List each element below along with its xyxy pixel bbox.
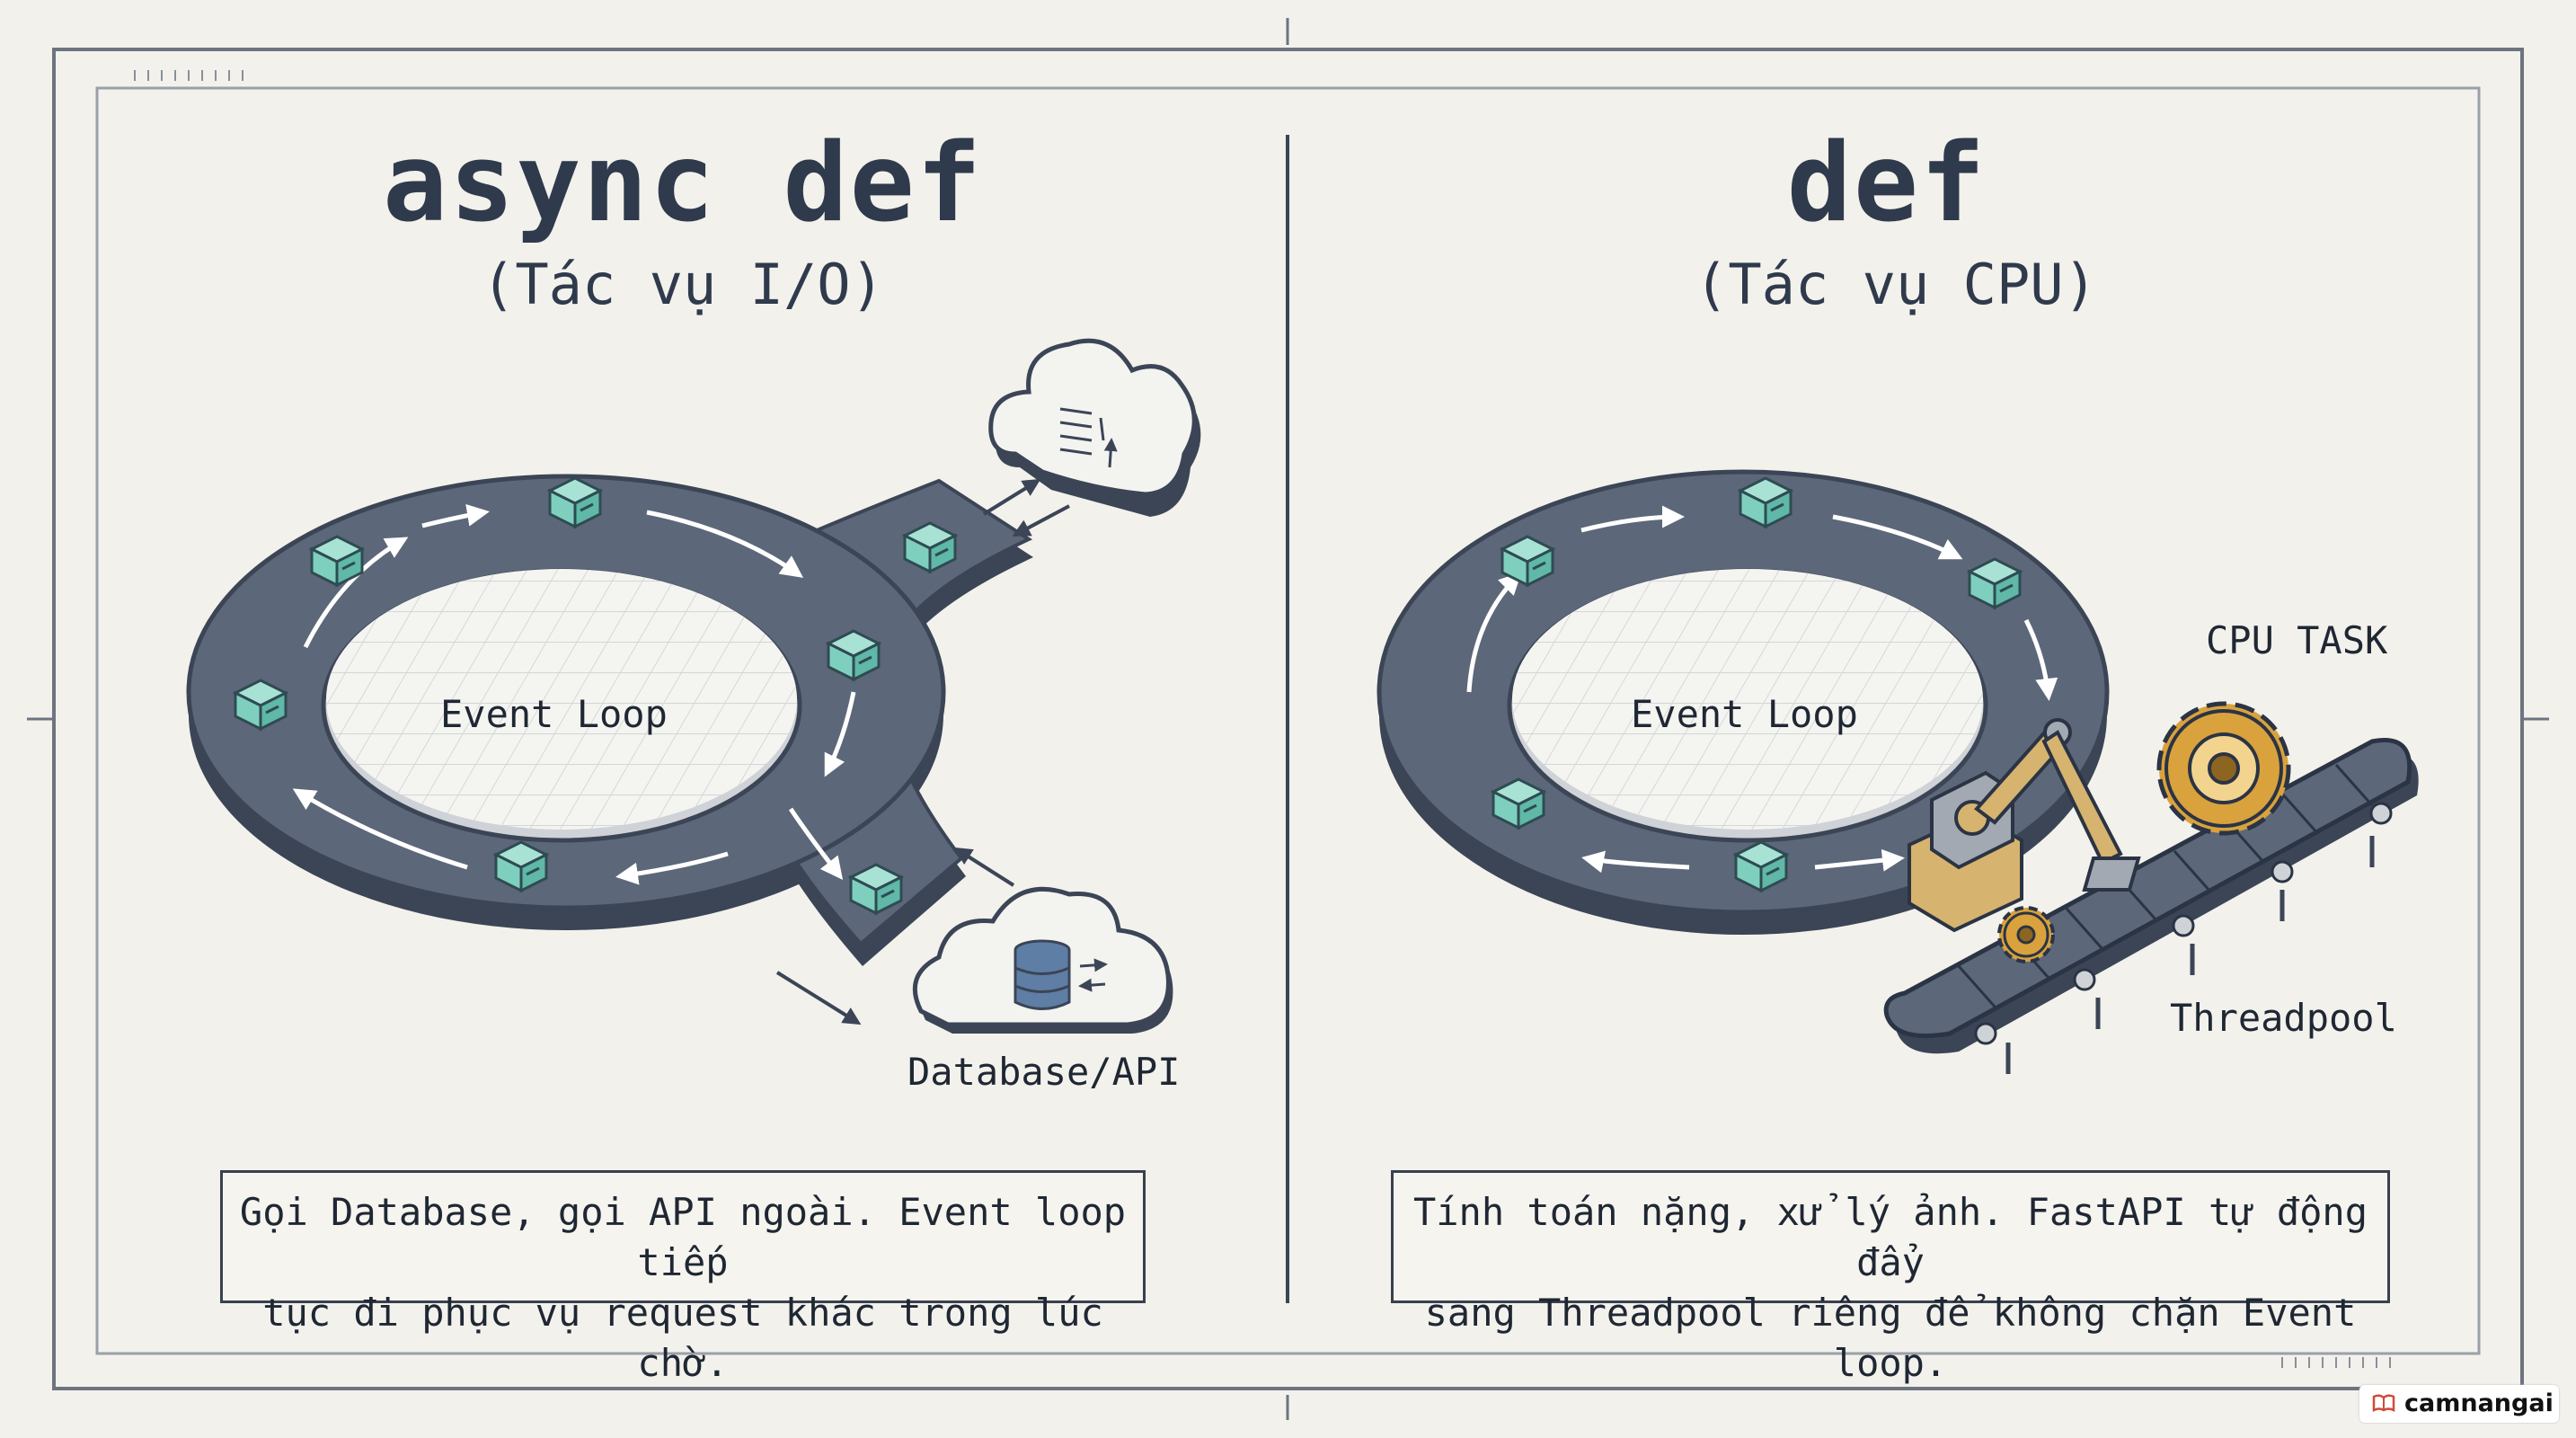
blueprint-frame xyxy=(27,18,2549,1420)
async-caption-box: Gọi Database, gọi API ngoài. Event loop … xyxy=(220,1170,1146,1385)
sync-caption-line: Tính toán nặng, xử lý ảnh. FastAPI tự độ… xyxy=(1412,1190,2368,1284)
database-cloud-icon xyxy=(912,886,1173,1034)
async-event-loop-road xyxy=(186,474,1033,966)
gear-icon xyxy=(2156,701,2291,836)
database-api-label: Database/API xyxy=(907,1050,1181,1094)
cloud-icon xyxy=(988,338,1201,517)
left-event-loop-label: Event Loop xyxy=(440,692,668,736)
watermark-text: camnangai xyxy=(2404,1389,2554,1417)
cpu-task-label: CPU TASK xyxy=(2206,618,2388,662)
sync-caption-line: sang Threadpool riêng để không chặn Even… xyxy=(1424,1291,2357,1385)
sync-caption-box: Tính toán nặng, xử lý ảnh. FastAPI tự độ… xyxy=(1391,1170,2390,1385)
robot-arm-icon xyxy=(1908,718,2141,933)
async-caption-line: Gọi Database, gọi API ngoài. Event loop … xyxy=(239,1190,1127,1284)
watermark-badge: camnangai xyxy=(2359,1385,2559,1423)
async-def-title: async def xyxy=(382,121,984,246)
threadpool-label: Threadpool xyxy=(2170,996,2397,1040)
cloud-exchange-arrows xyxy=(982,478,1070,537)
small-gear-icon xyxy=(1997,906,2055,963)
right-event-loop-label: Event Loop xyxy=(1631,692,1858,736)
async-caption-line: tục đi phục vụ request khác trong lúc ch… xyxy=(262,1291,1103,1385)
def-subtitle: (Tác vụ CPU) xyxy=(1695,252,2097,317)
def-title: def xyxy=(1786,121,1987,246)
sync-event-loop-road xyxy=(1377,469,2110,935)
book-icon xyxy=(2372,1394,2395,1413)
database-exchange-arrows xyxy=(775,847,1015,1025)
async-def-subtitle: (Tác vụ I/O) xyxy=(482,252,884,317)
